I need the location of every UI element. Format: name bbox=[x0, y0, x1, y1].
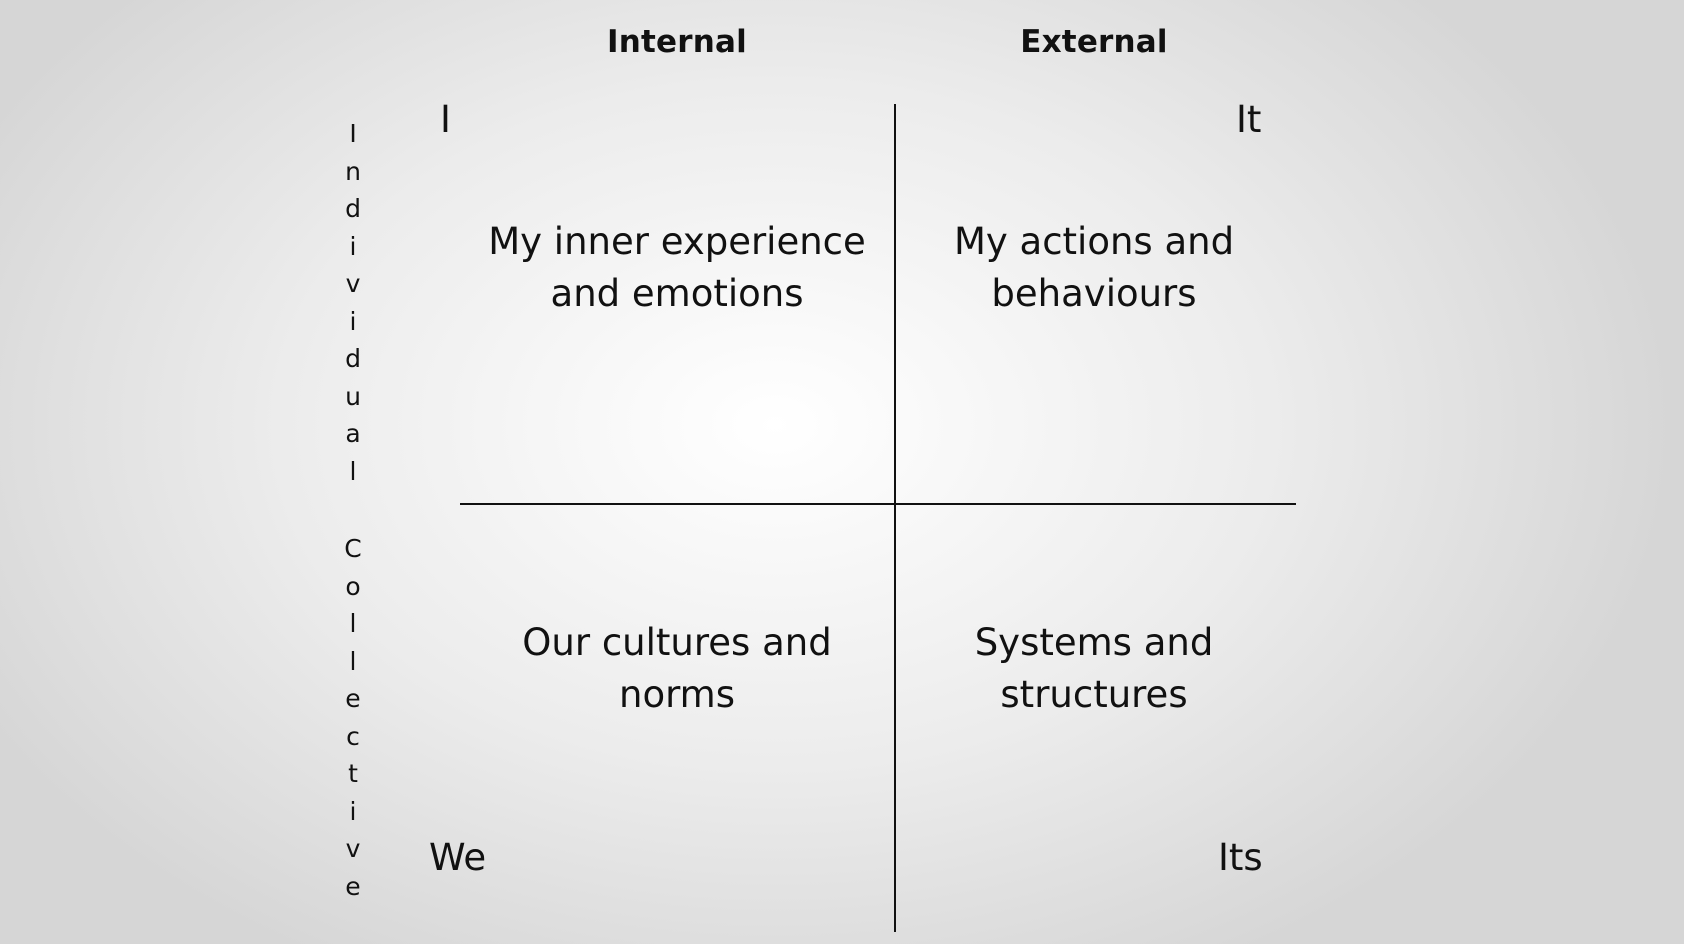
row-label-collective-letter: v bbox=[345, 834, 361, 863]
row-label-individual-letter: i bbox=[349, 231, 357, 261]
row-label-individual-letter: n bbox=[345, 156, 361, 186]
horizontal-axis-line bbox=[460, 503, 1296, 505]
column-header-internal: Internal bbox=[607, 24, 747, 60]
row-label-collective-letter: e bbox=[345, 684, 361, 713]
corner-label-i: I bbox=[440, 98, 451, 141]
quadrant-lower-left: Our cultures and norms bbox=[467, 617, 887, 721]
row-label-collective-letter: o bbox=[345, 571, 361, 601]
row-label-collective-letter: C bbox=[344, 534, 362, 563]
quadrant-upper-left-line1: My inner experience bbox=[488, 220, 866, 263]
row-label-collective-letter: i bbox=[349, 796, 357, 826]
quadrant-lower-left-line2: norms bbox=[619, 673, 735, 716]
row-label-collective-letter: c bbox=[346, 721, 360, 751]
quadrant-upper-left-line2: and emotions bbox=[550, 272, 804, 315]
row-label-individual-letter: u bbox=[345, 381, 361, 411]
vertical-axis-line bbox=[894, 104, 896, 932]
quadrant-upper-right: My actions and behaviours bbox=[884, 216, 1304, 320]
row-label-individual-letter: a bbox=[345, 419, 361, 448]
row-label-individual-letter: I bbox=[349, 119, 357, 148]
corner-label-it: It bbox=[1236, 98, 1262, 141]
quadrant-lower-left-line1: Our cultures and bbox=[522, 621, 832, 664]
quadrant-lower-right-line2: structures bbox=[1000, 673, 1188, 716]
row-label-individual-letter: d bbox=[345, 194, 361, 223]
row-label-individual-letter: l bbox=[349, 456, 357, 486]
row-label-collective-letter: e bbox=[345, 871, 361, 901]
row-label-individual-letter: i bbox=[349, 306, 357, 336]
quadrant-upper-right-line2: behaviours bbox=[991, 272, 1197, 315]
row-label-collective-letter: l bbox=[349, 609, 357, 638]
row-label-individual-letter: v bbox=[345, 269, 361, 298]
row-label-collective-letter: t bbox=[348, 759, 358, 788]
row-label-individual-letter: d bbox=[345, 344, 361, 373]
quadrant-upper-left: My inner experience and emotions bbox=[467, 216, 887, 320]
quadrant-lower-right: Systems and structures bbox=[884, 617, 1304, 721]
row-label-collective-letter: l bbox=[349, 646, 357, 676]
quadrant-lower-right-line1: Systems and bbox=[974, 621, 1214, 664]
corner-label-its: Its bbox=[1218, 836, 1263, 879]
quadrant-upper-right-line1: My actions and bbox=[953, 220, 1235, 263]
corner-label-we: We bbox=[429, 836, 487, 879]
column-header-external: External bbox=[1020, 24, 1168, 60]
